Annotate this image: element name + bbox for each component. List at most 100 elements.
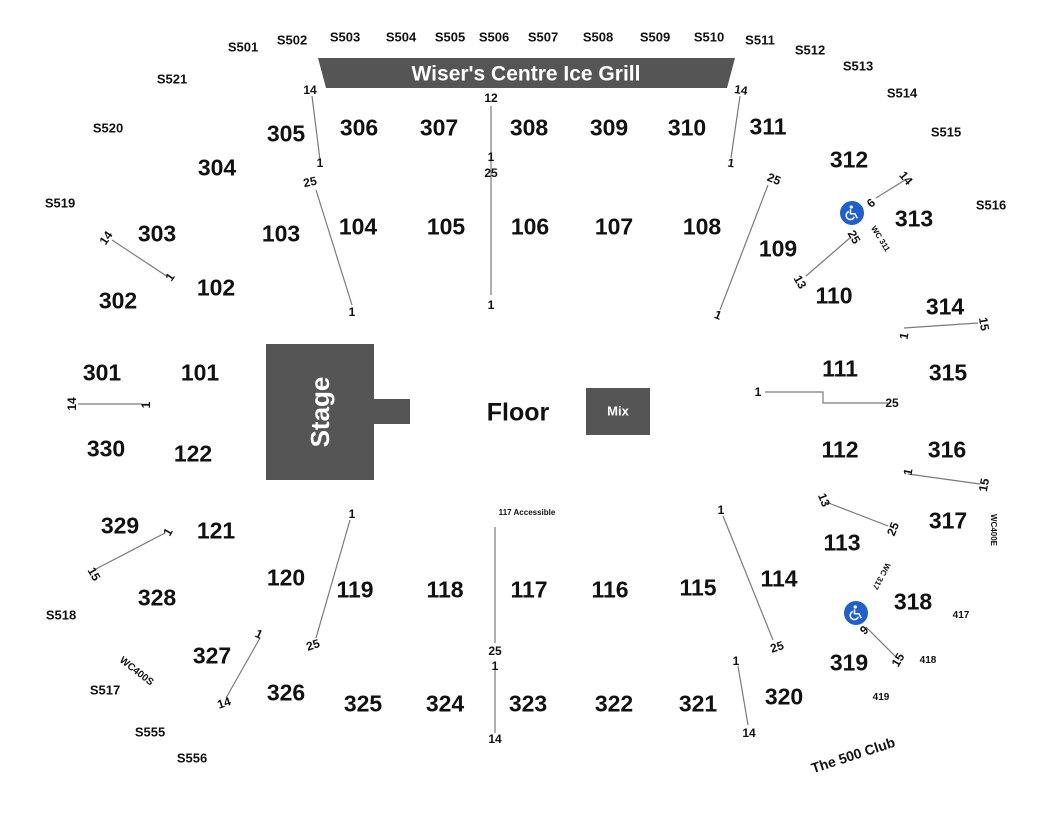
row-marker: 1 [732,654,740,668]
section-327[interactable]: 327 [192,642,232,669]
box-419[interactable]: 419 [872,692,890,703]
section-307[interactable]: 307 [419,114,459,141]
suite-s510[interactable]: S510 [693,29,725,45]
section-323[interactable]: 323 [508,690,548,717]
suite-s505[interactable]: S505 [434,29,466,45]
mix-label: Mix [607,403,629,419]
section-324[interactable]: 324 [425,690,465,717]
section-312[interactable]: 312 [829,146,869,173]
section-310[interactable]: 310 [667,114,707,141]
section-121[interactable]: 121 [196,517,236,544]
section-321[interactable]: 321 [678,690,718,717]
section-302[interactable]: 302 [98,287,138,314]
section-318[interactable]: 318 [893,588,933,615]
suite-s520[interactable]: S520 [92,120,124,136]
section-303[interactable]: 303 [137,220,177,247]
section-306[interactable]: 306 [339,114,379,141]
suite-s507[interactable]: S507 [527,29,559,45]
section-113[interactable]: 113 [823,529,861,556]
suite-s506[interactable]: S506 [478,29,510,45]
section-119[interactable]: 119 [336,576,374,603]
section-107[interactable]: 107 [594,213,634,240]
suite-s516[interactable]: S516 [975,197,1007,213]
row-marker: 1 [316,156,324,170]
mix-booth [586,388,650,435]
section-118[interactable]: 118 [426,576,464,603]
section-301[interactable]: 301 [82,359,122,386]
suite-s517[interactable]: S517 [89,682,121,698]
row-marker: 15 [975,477,993,493]
row-marker: 25 [302,173,318,191]
section-313[interactable]: 313 [894,205,934,232]
row-marker: 1 [726,155,736,171]
section-319[interactable]: 319 [829,649,869,676]
row-marker: 25 [488,644,502,658]
section-112[interactable]: 112 [821,436,859,463]
row-marker: 14 [65,397,79,411]
ice-grill-label: Wiser's Centre Ice Grill [411,62,641,86]
suite-s521[interactable]: S521 [156,71,188,87]
suite-s511[interactable]: S511 [745,32,775,48]
section-325[interactable]: 325 [343,690,383,717]
section-103[interactable]: 103 [261,220,301,247]
section-109[interactable]: 109 [758,235,798,262]
section-305[interactable]: 305 [266,120,306,147]
stage-thrust [372,399,410,424]
row-marker: 1 [717,503,725,517]
suite-s514[interactable]: S514 [886,85,918,101]
section-115[interactable]: 115 [679,574,717,601]
section-317[interactable]: 317 [928,507,968,534]
suite-s503[interactable]: S503 [329,29,361,45]
row-marker: 25 [885,396,899,410]
section-328[interactable]: 328 [137,584,177,611]
suite-s512[interactable]: S512 [794,42,826,58]
section-320[interactable]: 320 [764,683,804,710]
section-122[interactable]: 122 [173,440,213,467]
row-marker: 1 [754,385,762,399]
section-104[interactable]: 104 [338,213,378,240]
suite-s502[interactable]: S502 [276,32,308,48]
suite-s501[interactable]: S501 [227,39,259,55]
section-322[interactable]: 322 [594,690,634,717]
section-114[interactable]: 114 [760,565,798,592]
suite-s519[interactable]: S519 [44,195,76,211]
suite-s556[interactable]: S556 [176,750,208,766]
suite-s504[interactable]: S504 [385,29,417,45]
section-105[interactable]: 105 [426,213,466,240]
suite-s513[interactable]: S513 [842,58,874,74]
floor-label[interactable]: Floor [486,398,550,427]
section-116[interactable]: 116 [591,576,629,603]
section-311[interactable]: 311 [749,113,787,140]
suite-s555[interactable]: S555 [134,724,166,740]
section-102[interactable]: 102 [196,274,236,301]
section-304[interactable]: 304 [197,154,237,181]
row-marker: 1 [348,305,356,319]
section-110[interactable]: 110 [815,282,853,309]
section-309[interactable]: 309 [589,114,629,141]
section-329[interactable]: 329 [100,512,140,539]
section-120[interactable]: 120 [266,564,306,591]
suite-s518[interactable]: S518 [45,607,77,623]
section-111[interactable]: 111 [822,355,858,382]
section-108[interactable]: 108 [682,213,722,240]
row-marker: 14 [488,732,502,746]
section-316[interactable]: 316 [927,436,967,463]
section-106[interactable]: 106 [510,213,550,240]
stage[interactable] [266,344,374,480]
suite-s515[interactable]: S515 [930,124,962,140]
section-330[interactable]: 330 [86,435,126,462]
row-marker: 14 [733,82,749,98]
section-314[interactable]: 314 [925,293,965,320]
section-326[interactable]: 326 [266,679,306,706]
section-117[interactable]: 117 [510,576,548,603]
suite-s509[interactable]: S509 [639,29,671,45]
suite-s508[interactable]: S508 [582,29,614,45]
box-418[interactable]: 418 [919,655,937,666]
row-marker: 1 [139,401,153,409]
wheelchair-icon [844,601,868,625]
section-101[interactable]: 101 [180,359,220,386]
section-308[interactable]: 308 [509,114,549,141]
section-315[interactable]: 315 [928,359,968,386]
box-417[interactable]: 417 [952,610,970,621]
